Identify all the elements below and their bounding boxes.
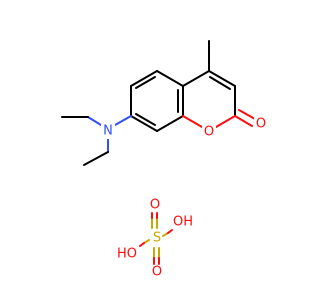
coumarin-molecule: O O N	[61, 40, 268, 166]
bond	[139, 242, 145, 247]
bond	[130, 70, 158, 87]
bond	[234, 115, 253, 127]
hydroxyl-right-label: OH	[173, 215, 193, 230]
bond	[83, 151, 109, 166]
structure-canvas: O O N S O O OH HO	[61, 40, 268, 280]
bond	[182, 70, 210, 87]
ring-oxygen-label: O	[204, 125, 214, 140]
bond	[135, 76, 156, 89]
carbonyl-oxygen-label: O	[256, 117, 266, 132]
bond	[156, 70, 184, 87]
bond	[215, 115, 236, 128]
sulfuric-acid-molecule: S O O OH HO	[117, 198, 193, 280]
amine-nitrogen-label: N	[103, 124, 113, 139]
bond	[114, 115, 132, 126]
bond	[208, 70, 236, 87]
bond	[130, 115, 158, 132]
bond	[135, 113, 156, 126]
bond	[167, 229, 173, 234]
hydroxyl-left-label: HO	[117, 247, 137, 262]
oxo-oxygen-top-label: O	[150, 198, 160, 213]
bond	[156, 115, 184, 132]
bond	[87, 116, 102, 126]
bond	[209, 76, 231, 90]
bond	[182, 115, 203, 128]
oxo-oxygen-bottom-label: O	[152, 265, 162, 280]
bond	[238, 109, 256, 120]
sulfur-label: S	[153, 231, 161, 246]
